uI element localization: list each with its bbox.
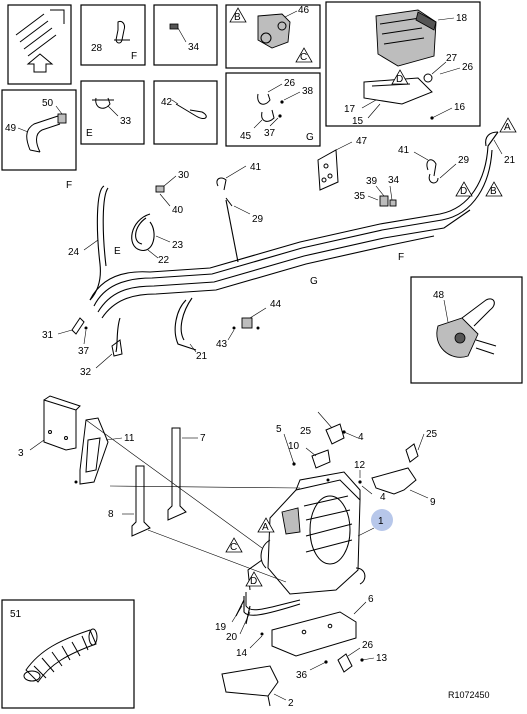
callout-41-right: 41 xyxy=(398,145,410,156)
callout-9: 9 xyxy=(430,497,436,508)
callout-14: 14 xyxy=(236,648,248,659)
callout-37-g: 37 xyxy=(264,128,276,139)
inset-hose-49: 50 49 xyxy=(1,89,77,171)
heater-mount-hardware: 5 10 25 4 25 12 4 9 xyxy=(276,411,438,508)
callout-43: 43 xyxy=(216,339,228,350)
connection-letter-g: G xyxy=(306,132,314,143)
callout-28: 28 xyxy=(91,43,103,54)
pipe-letter-g: G xyxy=(310,276,318,287)
callout-23: 23 xyxy=(172,240,184,251)
pipe-letter-f-left: F xyxy=(66,180,72,191)
callout-4-lower: 4 xyxy=(380,492,386,503)
callout-36: 36 xyxy=(296,670,308,681)
callout-41-mid: 41 xyxy=(250,162,262,173)
callout-24: 24 xyxy=(68,247,80,258)
callout-44: 44 xyxy=(270,299,282,310)
pipe-letter-d: D xyxy=(460,186,467,197)
heater-letter-c: C xyxy=(230,542,237,553)
callout-26-lower: 26 xyxy=(362,640,374,651)
callout-47: 47 xyxy=(356,136,368,147)
inset-part-28: 28 F xyxy=(80,4,146,66)
inset-orientation-arrow xyxy=(7,4,72,85)
callout-6: 6 xyxy=(368,594,374,605)
pipe-letter-f-right: F xyxy=(398,252,404,263)
callout-27: 27 xyxy=(446,53,458,64)
connection-letter-c: C xyxy=(300,52,307,63)
callout-12: 12 xyxy=(354,460,366,471)
connection-letter-d: D xyxy=(396,74,403,85)
callout-1: 1 xyxy=(378,516,384,527)
inset-control-unit-18: 18 27 26 16 17 15 D xyxy=(325,1,481,127)
heater-brackets: 3 11 7 8 xyxy=(18,395,301,583)
diagram-reference-code: R1072450 xyxy=(448,690,490,700)
up-arrow-icon xyxy=(26,53,54,73)
callout-22: 22 xyxy=(158,255,170,266)
callout-3: 3 xyxy=(18,448,24,459)
connection-letter-f: F xyxy=(131,51,137,62)
heater-letter-d: D xyxy=(250,576,257,587)
callout-26-g: 26 xyxy=(284,78,296,89)
callout-50: 50 xyxy=(42,98,54,109)
pipe-letter-e: E xyxy=(114,246,121,257)
pipe-letter-b: B xyxy=(490,186,497,197)
callout-29-mid: 29 xyxy=(252,214,264,225)
callout-21-right: 21 xyxy=(504,155,516,166)
callout-19: 19 xyxy=(215,622,227,633)
inset-clamp-group-g: 26 38 37 45 G xyxy=(225,72,321,147)
heater-unit xyxy=(243,471,366,616)
callout-48: 48 xyxy=(433,290,445,301)
callout-21-lower: 21 xyxy=(196,351,208,362)
highlight-marker xyxy=(371,509,393,531)
callout-39: 39 xyxy=(366,176,378,187)
callout-5: 5 xyxy=(276,424,282,435)
callout-10: 10 xyxy=(288,441,300,452)
callout-40: 40 xyxy=(172,205,184,216)
callout-32: 32 xyxy=(80,367,92,378)
callout-8: 8 xyxy=(108,509,114,520)
callout-33: 33 xyxy=(120,116,132,127)
connection-letter-b: B xyxy=(234,12,241,23)
callout-15: 15 xyxy=(352,116,364,127)
callout-1-highlight: 1 xyxy=(357,509,393,537)
callout-17: 17 xyxy=(344,104,356,115)
inset-flex-hose-51: 51 xyxy=(1,599,135,709)
connection-letter-e: E xyxy=(86,128,93,139)
callout-49: 49 xyxy=(5,123,17,134)
callout-37-pipe: 37 xyxy=(78,346,90,357)
callout-25-right: 25 xyxy=(426,429,438,440)
callout-18: 18 xyxy=(456,13,468,24)
heater-letter-a: A xyxy=(262,522,269,533)
inset-clip-42: 42 xyxy=(153,80,218,145)
callout-2: 2 xyxy=(288,698,294,709)
callout-46: 46 xyxy=(298,5,310,16)
inset-part-48: 48 xyxy=(410,276,523,384)
inset-clip-33: 33 E xyxy=(80,80,145,145)
heater-lower-parts: 19 20 6 14 2 36 26 13 xyxy=(215,594,388,709)
callout-45: 45 xyxy=(240,131,252,142)
callout-16: 16 xyxy=(454,102,466,113)
callout-11: 11 xyxy=(124,433,135,444)
callout-35: 35 xyxy=(354,191,366,202)
fuel-pipe-assembly xyxy=(71,131,499,357)
callout-30: 30 xyxy=(178,170,190,181)
callout-38: 38 xyxy=(302,86,314,97)
callout-34-pipe: 34 xyxy=(388,175,400,186)
callout-34-inset: 34 xyxy=(188,42,200,53)
callout-31: 31 xyxy=(42,330,54,341)
inset-part-46: 46 B C xyxy=(225,4,321,69)
callout-13: 13 xyxy=(376,653,388,664)
callout-4-upper: 4 xyxy=(358,432,364,443)
callout-26-inset: 26 xyxy=(462,62,474,73)
pipe-callouts: 30 40 23 22 24 F E 41 29 47 G F 41 39 34… xyxy=(42,117,517,378)
callout-29-right: 29 xyxy=(458,155,470,166)
callout-20: 20 xyxy=(226,632,238,643)
pipe-letter-a: A xyxy=(504,122,511,133)
callout-42: 42 xyxy=(161,97,173,108)
callout-51: 51 xyxy=(10,609,22,620)
callout-25-left: 25 xyxy=(300,426,312,437)
heater-connection-letters: A C D xyxy=(225,517,275,587)
callout-7: 7 xyxy=(200,433,206,444)
inset-part-34: 34 xyxy=(153,4,218,66)
